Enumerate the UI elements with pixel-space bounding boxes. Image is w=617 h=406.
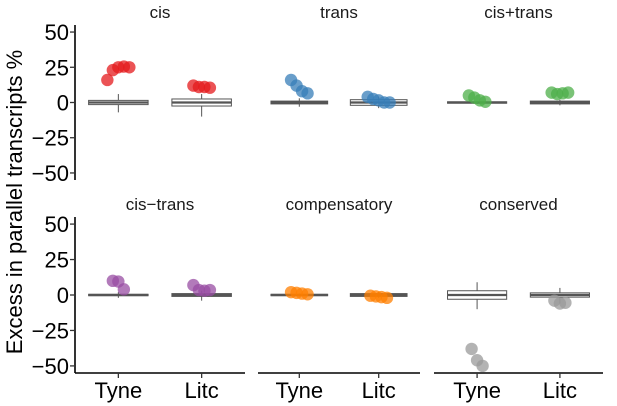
y-tick-label: −25 [32, 126, 69, 151]
panel-title: cis [150, 3, 171, 22]
x-tick-label: Tyne [453, 378, 501, 403]
data-point [476, 359, 489, 373]
y-tick-label: 25 [45, 248, 69, 273]
y-tick-label: −50 [32, 161, 69, 186]
y-axis-label: Excess in parallel transcripts % [2, 50, 27, 354]
data-point [383, 96, 396, 109]
data-point [561, 86, 575, 99]
data-point [465, 342, 478, 356]
data-point [123, 61, 136, 74]
panel-title: trans [320, 3, 358, 22]
x-tick-label: Litc [362, 378, 396, 403]
y-tick-label: 50 [45, 20, 69, 45]
data-point [203, 81, 217, 94]
data-point [559, 296, 572, 309]
x-tick-label: Litc [543, 378, 577, 403]
y-tick-label: −50 [32, 354, 69, 379]
x-tick-label: Tyne [94, 378, 142, 403]
y-tick-label: 25 [45, 55, 69, 80]
panel-title: cis+trans [484, 3, 553, 22]
data-point [117, 283, 131, 296]
data-point [301, 87, 314, 100]
data-point [301, 288, 314, 301]
x-tick-label: Tyne [275, 378, 323, 403]
data-point [101, 73, 114, 87]
panel-title: conserved [479, 195, 557, 214]
panel-title: cis−trans [126, 195, 195, 214]
y-tick-label: 0 [57, 283, 69, 308]
data-point [203, 283, 217, 297]
y-tick-label: 50 [45, 212, 69, 237]
data-point [380, 291, 394, 305]
y-tick-label: −25 [32, 318, 69, 343]
x-tick-label: Litc [185, 378, 219, 403]
data-point [479, 95, 492, 108]
panel-title: compensatory [286, 195, 393, 214]
y-tick-label: 0 [57, 91, 69, 116]
